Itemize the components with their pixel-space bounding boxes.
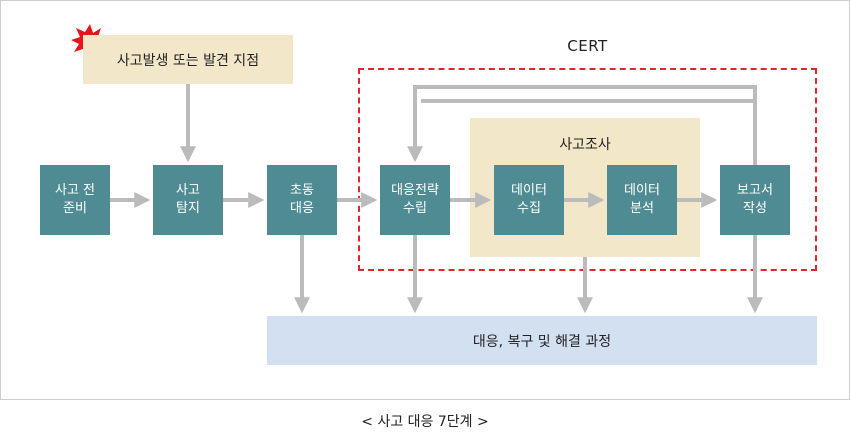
incident-discovery-point: 사고발생 또는 발견 지점 — [83, 35, 293, 84]
cert-label: CERT — [567, 37, 608, 55]
step-data-collection: 데이터 수집 — [494, 165, 564, 235]
incident-investigation-label: 사고조사 — [559, 137, 611, 153]
recovery-process-bar: 대응, 복구 및 해결 과정 — [267, 316, 817, 365]
step-initial-response: 초동 대응 — [267, 165, 337, 235]
step-report-writing: 보고서 작성 — [720, 165, 790, 235]
feedback-loop-outer — [407, 85, 757, 165]
cert-boundary — [358, 68, 817, 271]
step-response-strategy: 대응전략 수립 — [380, 165, 450, 235]
step-data-analysis: 데이터 분석 — [607, 165, 677, 235]
step-pre-incident-preparation: 사고 전 준비 — [40, 165, 110, 235]
figure-caption: < 사고 대응 7단계 > — [361, 414, 489, 430]
step-incident-detection: 사고 탐지 — [153, 165, 223, 235]
